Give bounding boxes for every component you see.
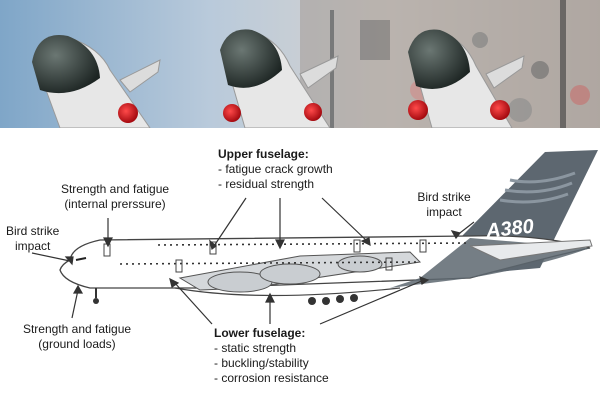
lower-deck-windows bbox=[119, 261, 421, 265]
strength-ground-line2: (ground loads) bbox=[38, 337, 116, 351]
upper-fuselage-item: - fatigue crack growth bbox=[218, 162, 333, 176]
plane-nose-1 bbox=[32, 35, 161, 128]
bird-strike-nose-label: Bird strike impact bbox=[6, 224, 59, 254]
bird-strike-tail-line2: impact bbox=[426, 205, 462, 219]
lower-fuselage-label: Lower fuselage: - static strength - buck… bbox=[214, 326, 329, 386]
bird-strike-tail-label: Bird strike impact bbox=[408, 190, 480, 220]
landing-gear bbox=[93, 288, 358, 305]
plane-nose-2 bbox=[220, 29, 339, 128]
photo-svg bbox=[0, 0, 600, 128]
upper-fuselage-title: Upper fuselage: bbox=[218, 147, 309, 161]
belly-line bbox=[174, 287, 401, 297]
doors bbox=[103, 239, 427, 273]
lower-fuselage-item: - buckling/stability bbox=[214, 356, 309, 370]
strength-internal-line2: (internal prerssure) bbox=[64, 197, 166, 211]
bird-strike-tail-line1: Bird strike bbox=[417, 190, 471, 204]
aircraft-svg bbox=[31, 150, 598, 325]
upper-fuselage-item: - residual strength bbox=[218, 177, 315, 191]
bird-strike-nose-line2: impact bbox=[15, 239, 51, 253]
a380-structure-diagram: Strength and fatigue (internal prerssure… bbox=[0, 128, 600, 400]
strength-ground-line1: Strength and fatigue bbox=[22, 322, 132, 336]
plane-nose-3 bbox=[408, 29, 525, 128]
airshow-photo bbox=[0, 0, 600, 128]
horizontal-stabilizer bbox=[469, 239, 593, 261]
cockpit-window bbox=[75, 257, 87, 261]
engines bbox=[207, 255, 383, 293]
lower-fuselage-item: - corrosion resistance bbox=[214, 371, 329, 385]
pointer-lines bbox=[31, 197, 475, 325]
upper-deck-windows bbox=[157, 242, 471, 246]
lower-fuselage-title: Lower fuselage: bbox=[214, 326, 306, 340]
upper-fuselage-label: Upper fuselage: - fatigue crack growth -… bbox=[218, 147, 333, 192]
tail-swoosh bbox=[499, 171, 576, 204]
strength-ground-label: Strength and fatigue (ground loads) bbox=[14, 322, 140, 352]
bird-strike-nose-line1: Bird strike bbox=[6, 224, 60, 238]
strength-internal-line1: Strength and fatigue bbox=[60, 182, 170, 196]
lower-fuselage-item: - static strength bbox=[214, 341, 297, 355]
strength-internal-label: Strength and fatigue (internal prerssure… bbox=[52, 182, 178, 212]
